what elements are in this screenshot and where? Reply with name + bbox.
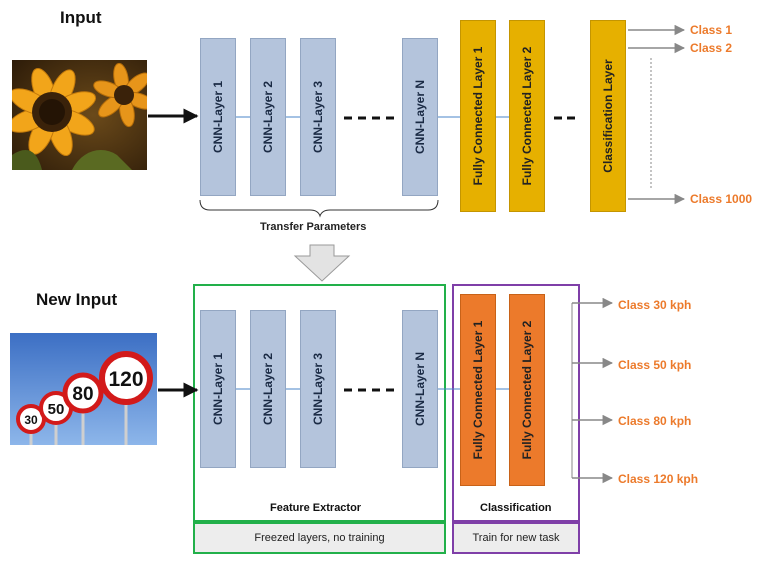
top-class-1-label: Class 1	[690, 23, 733, 37]
speed-signs-image: 30 50 80 120	[10, 333, 157, 445]
top-cnn-layer-n: CNN-Layer N	[402, 38, 438, 196]
top-cnn-layer-1-label: CNN-Layer 1	[211, 80, 225, 154]
bottom-fc-layer-2-label: Fully Connected Layer 2	[520, 320, 534, 460]
bottom-cnn-layer-3: CNN-Layer 3	[300, 310, 336, 468]
sign-80-text: 80	[72, 384, 93, 405]
bottom-cnn-layer-3-label: CNN-Layer 3	[311, 352, 325, 426]
feature-extractor-frame	[193, 284, 446, 522]
bottom-cnn-layer-n: CNN-Layer N	[402, 310, 438, 468]
top-fc-layer-2: Fully Connected Layer 2	[509, 20, 545, 212]
top-cnn-layer-2: CNN-Layer 2	[250, 38, 286, 196]
top-cnn-layer-2-label: CNN-Layer 2	[261, 80, 275, 154]
class-30-kph-label: Class 30 kph	[618, 298, 692, 312]
input-title: Input	[60, 8, 102, 27]
classification-frame	[452, 284, 580, 522]
top-fc-layer-2-label: Fully Connected Layer 2	[520, 46, 534, 186]
feature-extractor-label: Feature Extractor	[270, 502, 362, 514]
bottom-cnn-layer-2-label: CNN-Layer 2	[261, 352, 275, 426]
transfer-parameters-label: Transfer Parameters	[260, 221, 367, 233]
top-cnn-layer-3-label: CNN-Layer 3	[311, 80, 325, 154]
top-fc-layer-1: Fully Connected Layer 1	[460, 20, 496, 212]
top-cnn-layer-n-label: CNN-Layer N	[413, 79, 427, 155]
top-classification-layer-label: Classification Layer	[601, 59, 615, 173]
bottom-fc-layer-1: Fully Connected Layer 1	[460, 294, 496, 486]
top-cnn-layer-1: CNN-Layer 1	[200, 38, 236, 196]
bottom-cnn-layer-2: CNN-Layer 2	[250, 310, 286, 468]
top-class-1000-label: Class 1000	[690, 192, 753, 206]
new-input-title: New Input	[36, 290, 118, 309]
bottom-cnn-layer-1: CNN-Layer 1	[200, 310, 236, 468]
sign-30-text: 30	[24, 413, 38, 427]
top-class-2-label: Class 2	[690, 41, 733, 55]
bottom-fc-layer-2: Fully Connected Layer 2	[509, 294, 545, 486]
top-classification-layer: Classification Layer	[590, 20, 626, 212]
bottom-fc-layer-1-label: Fully Connected Layer 1	[471, 320, 485, 460]
top-fc-layer-1-label: Fully Connected Layer 1	[471, 46, 485, 186]
transfer-down-arrow	[293, 244, 351, 282]
classification-label: Classification	[480, 502, 552, 514]
train-new-task-note: Train for new task	[452, 522, 580, 554]
bottom-cnn-layer-n-label: CNN-Layer N	[413, 351, 427, 427]
class-120-kph-label: Class 120 kph	[618, 472, 699, 486]
frozen-layers-note: Freezed layers, no training	[193, 522, 446, 554]
top-cnn-layer-3: CNN-Layer 3	[300, 38, 336, 196]
sign-120-text: 120	[108, 368, 143, 391]
bottom-cnn-layer-1-label: CNN-Layer 1	[211, 352, 225, 426]
sunflower-image	[7, 60, 155, 170]
class-80-kph-label: Class 80 kph	[618, 414, 692, 428]
sign-50-text: 50	[48, 401, 65, 418]
class-50-kph-label: Class 50 kph	[618, 358, 692, 372]
